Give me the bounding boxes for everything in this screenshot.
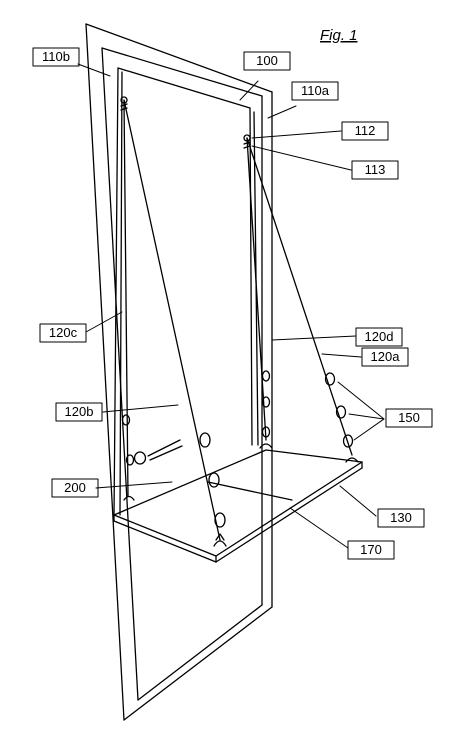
door-frame-outer <box>85 23 273 721</box>
beads-150 <box>121 370 354 528</box>
label-120d: 120d <box>365 329 394 344</box>
label-100: 100 <box>256 53 278 68</box>
label-200: 200 <box>64 480 86 495</box>
label-110a: 110a <box>301 83 330 98</box>
cords <box>123 99 353 541</box>
label-110b: 110b <box>42 49 70 64</box>
leader-lines <box>77 63 385 549</box>
shelf-130 <box>113 449 363 563</box>
reference-labels: 110b 100 110a 112 113 120c 120d 120a 120… <box>42 49 420 557</box>
label-130: 130 <box>390 510 412 525</box>
label-113: 113 <box>365 162 386 177</box>
label-120a: 120a <box>371 349 401 364</box>
label-150: 150 <box>398 410 420 425</box>
upper-hooks <box>120 96 251 149</box>
label-boxes <box>32 47 433 560</box>
window-frame <box>113 67 259 516</box>
label-120c: 120c <box>49 325 78 340</box>
label-120b: 120b <box>65 404 94 419</box>
label-170: 170 <box>360 542 382 557</box>
label-112: 112 <box>355 123 376 138</box>
figure-title: Fig. 1 <box>320 27 358 44</box>
door-panel-inner <box>101 47 263 701</box>
lower-hooks <box>123 443 359 547</box>
